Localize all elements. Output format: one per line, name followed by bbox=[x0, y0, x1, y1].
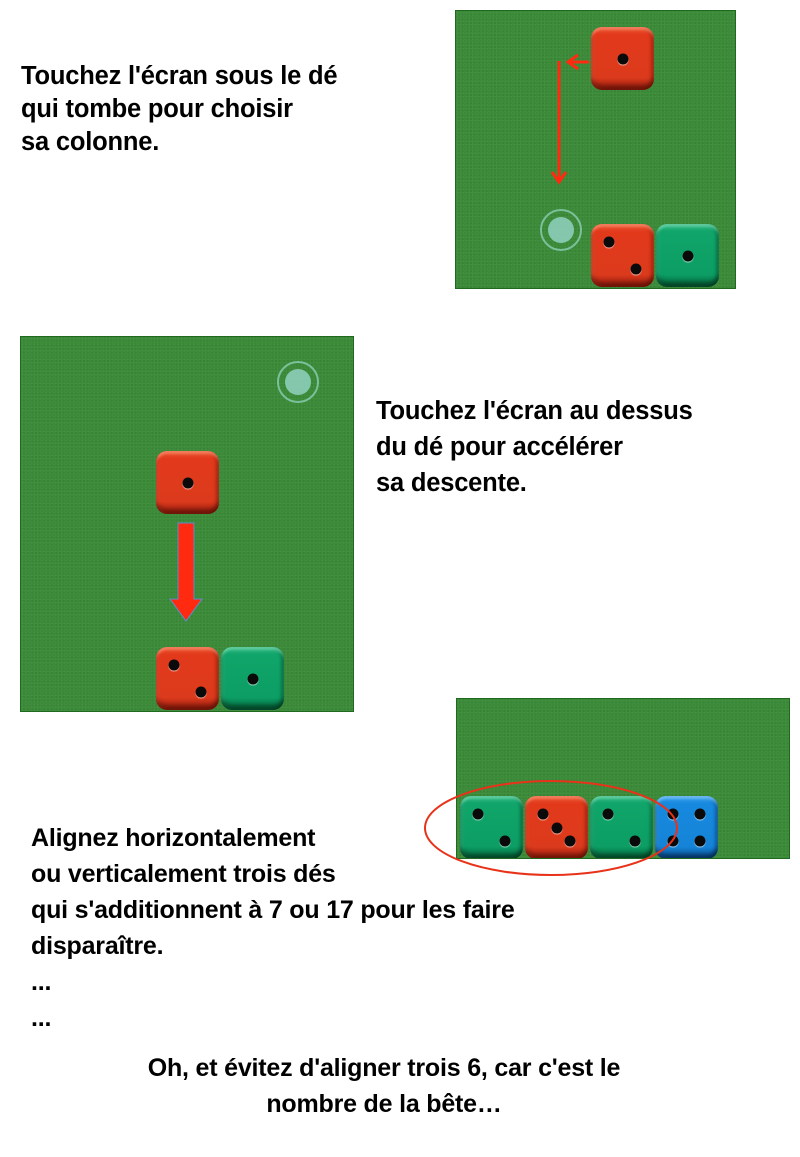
row-die-green-2 bbox=[590, 796, 653, 858]
pip bbox=[182, 477, 193, 488]
row-die-blue-4 bbox=[655, 796, 718, 858]
pip bbox=[630, 263, 642, 275]
pip bbox=[247, 673, 258, 684]
step2-line: sa descente. bbox=[376, 469, 527, 497]
pip bbox=[667, 808, 679, 820]
pip bbox=[694, 808, 706, 820]
falling-die-red-1 bbox=[156, 451, 219, 514]
step2-line: Touchez l'écran au dessus bbox=[376, 397, 693, 425]
pip bbox=[564, 835, 576, 847]
stacked-die-red-2 bbox=[156, 647, 219, 710]
pip bbox=[168, 659, 180, 671]
step3-line: ou verticalement trois dés bbox=[31, 860, 336, 888]
footer-line: Oh, et évitez d'aligner trois 6, car c'e… bbox=[147, 1054, 621, 1082]
ellipsis-line: ... bbox=[31, 1004, 52, 1032]
step1-line: Touchez l'écran sous le dé bbox=[21, 62, 338, 90]
ellipsis-line: ... bbox=[31, 968, 52, 996]
step3-line: qui s'additionnent à 7 ou 17 pour les fa… bbox=[31, 896, 515, 924]
touch-indicator-icon bbox=[540, 209, 582, 251]
row-die-red-3 bbox=[525, 796, 588, 858]
step1-line: sa colonne. bbox=[21, 128, 160, 156]
pip bbox=[551, 822, 562, 833]
pip bbox=[694, 835, 706, 847]
step1-game-board[interactable] bbox=[455, 10, 736, 289]
pip bbox=[472, 808, 484, 820]
footer-warning: Oh, et évitez d'aligner trois 6, car c'e… bbox=[0, 1050, 768, 1122]
pip bbox=[617, 53, 628, 64]
step1-line: qui tombe pour choisir bbox=[21, 95, 293, 123]
step2-game-board[interactable] bbox=[20, 336, 354, 712]
step3-instructions: Alignez horizontalement ou verticalement… bbox=[31, 820, 515, 1036]
step3-line: disparaître. bbox=[31, 932, 164, 960]
pip bbox=[602, 808, 614, 820]
touch-indicator-icon bbox=[277, 361, 319, 403]
falling-die-red-1 bbox=[591, 27, 654, 90]
stacked-die-green-1 bbox=[656, 224, 719, 287]
pip bbox=[667, 835, 679, 847]
step2-instructions: Touchez l'écran au dessus du dé pour acc… bbox=[376, 393, 693, 501]
footer-line: nombre de la bête… bbox=[266, 1090, 502, 1118]
stacked-die-green-1 bbox=[221, 647, 284, 710]
step1-instructions: Touchez l'écran sous le dé qui tombe pou… bbox=[21, 60, 338, 159]
step2-line: du dé pour accélérer bbox=[376, 433, 623, 461]
arrow-down-icon bbox=[550, 61, 568, 185]
stacked-die-red-2 bbox=[591, 224, 654, 287]
pip bbox=[682, 250, 693, 261]
pip bbox=[603, 236, 615, 248]
pip bbox=[195, 686, 207, 698]
pip bbox=[537, 808, 549, 820]
arrow-left-icon bbox=[565, 53, 589, 71]
step3-line: Alignez horizontalement bbox=[31, 824, 316, 852]
pip bbox=[629, 835, 641, 847]
